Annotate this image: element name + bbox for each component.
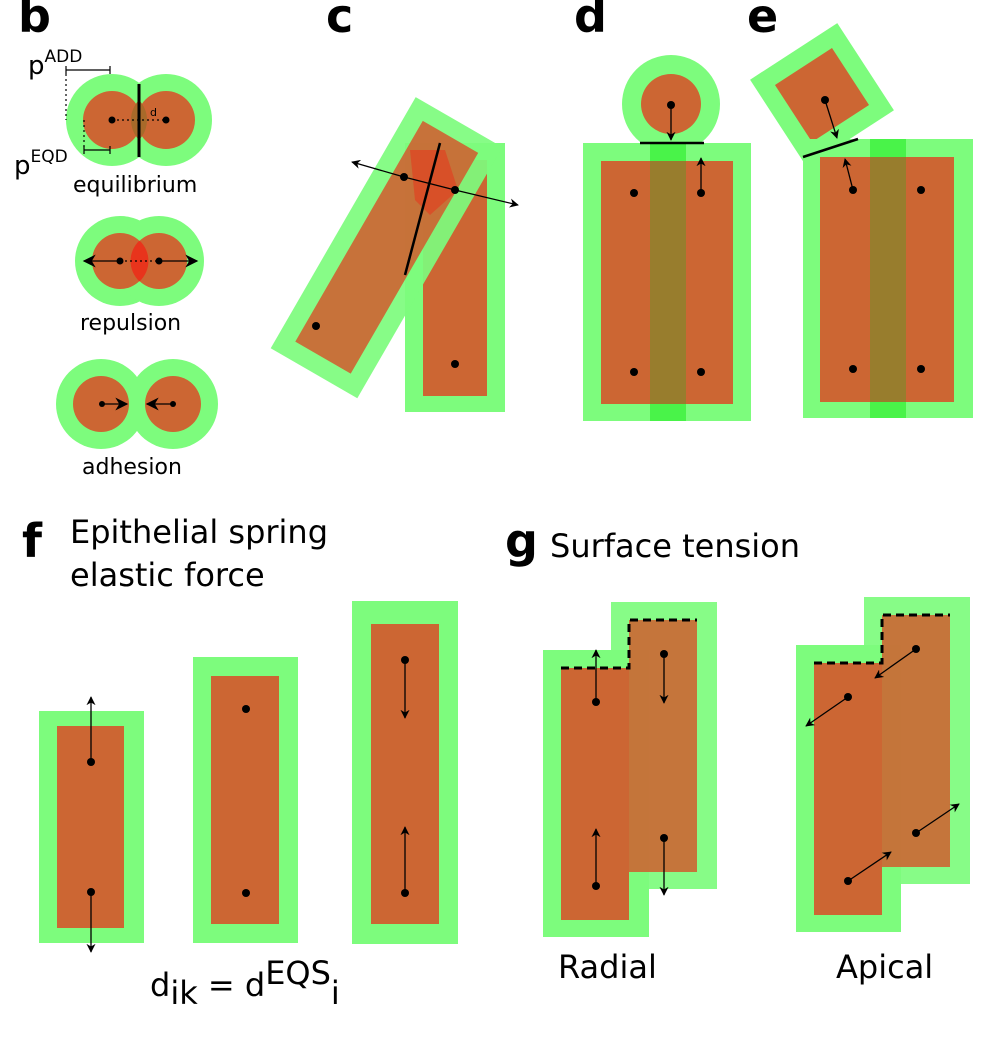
panel-f-title-line2: elastic force bbox=[70, 556, 265, 594]
panel-c-letter: c bbox=[326, 0, 353, 43]
panel-f-letter: f bbox=[22, 514, 43, 568]
contact-plane bbox=[802, 137, 859, 159]
adhesion-label: adhesion bbox=[82, 455, 182, 480]
cell-node bbox=[312, 322, 320, 330]
panel-c: c bbox=[270, 0, 519, 412]
panel-d-letter: d bbox=[574, 0, 607, 43]
p-eqd-label: pEQD bbox=[14, 147, 68, 181]
force-arrow bbox=[454, 189, 519, 208]
panel-e: e bbox=[747, 0, 973, 418]
spring-formula: dik = dEQSi bbox=[150, 954, 340, 1012]
force-arrow bbox=[351, 159, 405, 178]
repulsion-diagram: repulsion bbox=[75, 216, 204, 336]
panel-f-title-line1: Epithelial spring bbox=[70, 513, 328, 551]
overlap-red bbox=[410, 150, 458, 215]
equilibrium-label: equilibrium bbox=[73, 173, 197, 198]
cell-node bbox=[451, 186, 459, 194]
panel-g: g Surface tension Radial Apical bbox=[505, 514, 970, 986]
repulsion-label: repulsion bbox=[80, 311, 181, 336]
panel-d: d bbox=[574, 0, 751, 421]
overlap-red bbox=[130, 240, 149, 282]
panel-b: b d pADD pEQD equilibrium bbox=[14, 0, 218, 480]
equilibrium-diagram: d pADD pEQD equilibrium bbox=[14, 47, 212, 198]
adhesion-diagram: adhesion bbox=[56, 359, 218, 480]
panel-g-letter: g bbox=[505, 514, 538, 568]
cell-node bbox=[451, 360, 459, 368]
d-label: d bbox=[150, 106, 157, 119]
p-add-label: pADD bbox=[28, 47, 82, 81]
panel-e-letter: e bbox=[747, 0, 778, 43]
radial-label: Radial bbox=[558, 948, 657, 986]
panel-g-title: Surface tension bbox=[550, 527, 800, 565]
cell-node bbox=[400, 173, 408, 181]
contact-plane bbox=[403, 142, 442, 276]
cell-center bbox=[162, 116, 170, 124]
apical-label: Apical bbox=[836, 948, 933, 986]
surface-boundary bbox=[814, 613, 950, 665]
panel-f: f Epithelial spring elastic force dik = … bbox=[22, 513, 458, 1012]
cell-center bbox=[108, 116, 116, 124]
surface-boundary bbox=[561, 618, 697, 670]
panel-b-letter: b bbox=[18, 0, 51, 43]
